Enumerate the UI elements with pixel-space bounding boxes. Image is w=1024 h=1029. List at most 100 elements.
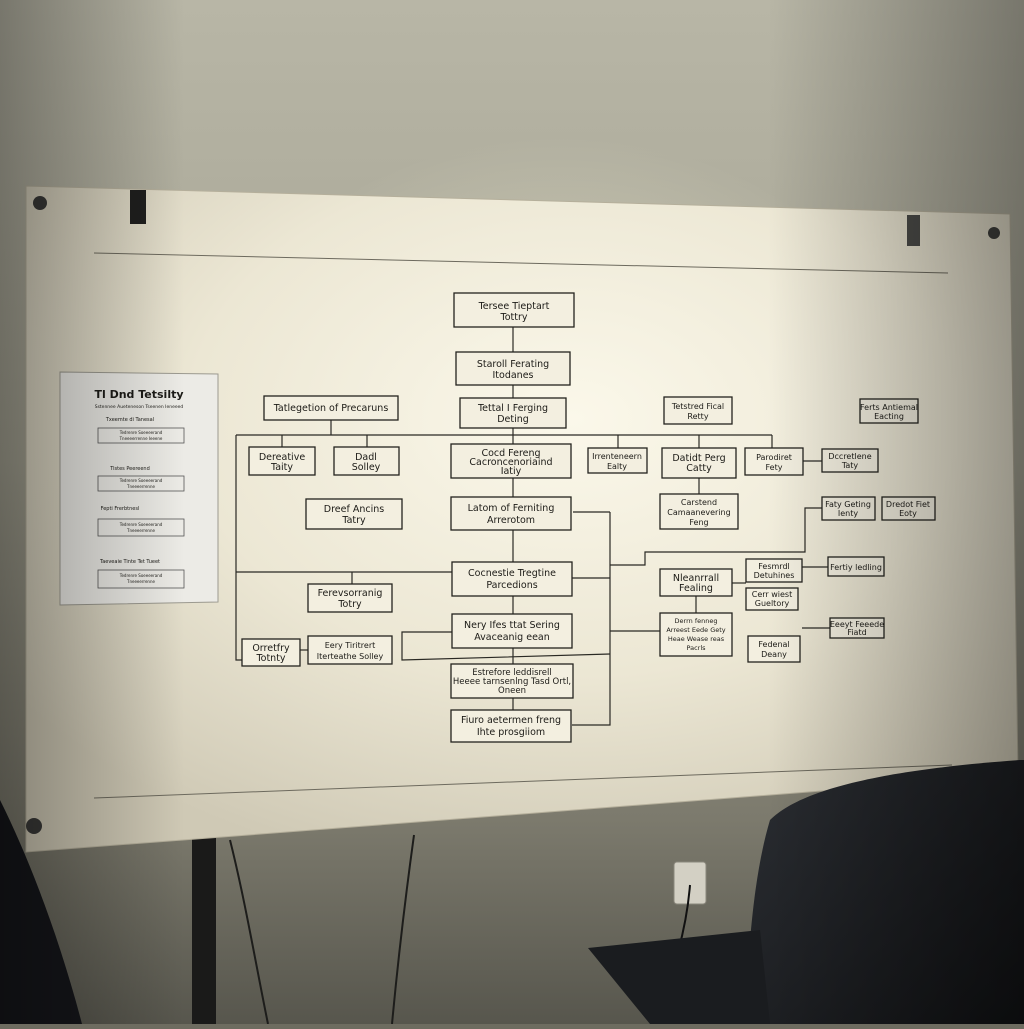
flow-node-label: Fiuro aetermen freng xyxy=(461,715,561,726)
flow-node-label: Staroll Ferating xyxy=(477,359,549,370)
flow-node-label: Retty xyxy=(687,412,708,421)
flow-node-label: Eeeyt Feeede xyxy=(830,620,884,629)
banner-rule-top xyxy=(93,252,949,274)
side-sheet-line: Tneeeerrenne xyxy=(126,528,155,533)
flow-node-label: Derrn fenneg xyxy=(675,617,718,625)
flow-node-label: Tatry xyxy=(341,515,366,526)
flow-node-label: Dadl xyxy=(355,452,377,463)
side-sheet-box xyxy=(97,475,185,492)
side-sheet-subtitle: Sstennee Aueteneson Tseenen Ieneeed xyxy=(95,404,184,410)
clip-icon xyxy=(33,196,47,210)
flow-node-label: Fertiy ledling xyxy=(830,563,882,572)
flow-node-label: Pacrls xyxy=(686,644,706,652)
stand-leg xyxy=(192,835,216,1024)
flow-node: Nleanrrall Fealing xyxy=(659,568,733,597)
flow-node-label: Ferts Antiemal xyxy=(860,403,918,412)
banner-rule-bottom xyxy=(93,764,953,799)
flow-node: Ferevsorranig Totry xyxy=(307,583,393,613)
side-sheet-line: Tneeeerrenne xyxy=(126,484,155,489)
side-sheet-box xyxy=(97,518,185,537)
flow-node-label: Fesmrdl xyxy=(758,562,790,571)
flow-node-label: Parcedions xyxy=(486,580,537,591)
flow-node-label: Nery Ifes ttat Sering xyxy=(464,620,560,631)
flow-node: Cerr wiest Gueltory xyxy=(745,587,799,611)
flow-node: Fertiy ledling xyxy=(827,556,885,577)
flow-node: Tetstred Fical Retty xyxy=(663,396,733,425)
flow-node-label: Oneen xyxy=(498,686,526,696)
flow-node-label: Cerr wiest xyxy=(752,590,792,599)
flow-node: Estrefore leddisrell Heeee tarnsenlng Ta… xyxy=(450,663,574,699)
flow-node-label: Tetstred Fical xyxy=(671,402,724,411)
flow-node-label: Parodiret xyxy=(756,453,792,462)
flow-node: Latom of Ferniting Arrerotom xyxy=(450,496,572,531)
flow-node-label: Tersee Tieptart xyxy=(478,301,550,312)
flow-node: Fedenal Deany xyxy=(747,635,801,663)
flow-node-label: Gueltory xyxy=(755,599,790,608)
side-sheet-heading: Taeveaie Tinte Tet Tueet xyxy=(99,559,160,565)
side-sheet-heading: Txeemte di Tanesal xyxy=(105,417,154,423)
flow-node-label: Taty xyxy=(841,461,859,470)
flow-node-label: Totry xyxy=(337,599,362,610)
flow-node: Dccretlene Taty xyxy=(821,448,879,473)
flow-node-label: Carstend xyxy=(681,498,717,507)
side-sheet-heading: Fepti Frerbtnesl xyxy=(101,506,140,512)
flow-node: Derrn fenneg Arreest Eede Gety Heae Weas… xyxy=(659,612,733,657)
flow-node-label: Estrefore leddisrell xyxy=(472,668,552,678)
flow-node-label: Latom of Ferniting xyxy=(468,503,555,514)
flow-node: Tettal I Ferging Deting xyxy=(459,397,567,429)
flow-node: Carstend Camaanevering Feng xyxy=(659,493,739,530)
side-sheet-line: Tneeeerrenne Ieeene xyxy=(119,436,163,441)
flow-node-label: Ealty xyxy=(607,462,627,471)
flow-node-label: Deting xyxy=(497,414,529,425)
flowchart-nodes: Tersee Tieptart Tottry Staroll Ferating … xyxy=(241,292,936,743)
wall-outlet xyxy=(673,861,707,905)
flow-node: Nery Ifes ttat Sering Avaceanig eean xyxy=(451,613,573,649)
flow-node-label: Arreest Eede Gety xyxy=(666,626,725,634)
flow-node-label: Catty xyxy=(686,463,712,474)
flow-node: Irrenteneern Ealty xyxy=(587,447,648,474)
flow-node-label: Deany xyxy=(761,650,787,659)
flow-node-label: Fety xyxy=(766,463,783,472)
flow-node-label: Eery Tiritrert xyxy=(325,641,376,650)
flow-node: Tatlegetion of Precaruns xyxy=(263,395,399,421)
flow-node-label: Iterteathe Solley xyxy=(317,652,384,661)
flow-node: Dadl Solley xyxy=(333,446,400,476)
flow-node: Dredot Fiet Eoty xyxy=(881,496,936,521)
flow-node: Datidt Perg Catty xyxy=(661,447,737,479)
flow-node-label: Fiatd xyxy=(847,628,866,637)
side-sheet-box xyxy=(97,569,185,589)
side-sheet: Tl Dnd Tetsilty Sstennee Aueteneson Tsee… xyxy=(59,371,219,606)
flow-node-label: Heae Wease reas xyxy=(668,635,725,643)
flow-node-label: Eoty xyxy=(899,509,917,518)
flow-node: Fesmrdl Detuhines xyxy=(745,558,803,583)
flow-node-label: Irrenteneern xyxy=(592,452,642,461)
flow-node-label: Dccretlene xyxy=(828,452,871,461)
flow-node: Parodiret Fety xyxy=(744,447,804,476)
flow-node: Dereative Taity xyxy=(248,446,316,476)
side-sheet-heading: Tistes Peereend xyxy=(109,466,150,472)
flow-node: Staroll Ferating Itodanes xyxy=(455,351,571,386)
flow-node: Cocd Fereng Cacroncenoriaind Iatiy xyxy=(450,443,572,479)
flow-node-label: Datidt Perg xyxy=(672,453,725,464)
flow-node-label: Dredot Fiet xyxy=(886,500,930,509)
flow-node: Eeeyt Feeede Fiatd xyxy=(829,617,885,639)
side-sheet-line: Tedrenre Soeeeerand xyxy=(119,522,163,527)
cable xyxy=(229,839,269,1025)
side-sheet-line: Tedrenre Soeeeerand xyxy=(119,573,163,578)
side-sheet-title: Tl Dnd Tetsilty xyxy=(94,388,183,401)
flow-node-label: Fealing xyxy=(679,583,713,594)
flow-node: Cocnestie Tregtine Parcedions xyxy=(451,561,573,597)
flow-node: Ferts Antiemal Eacting xyxy=(859,398,919,424)
side-sheet-line: Tedrenre Soeeeerand xyxy=(119,430,163,435)
side-sheet-line: Tneeeerrenne xyxy=(126,579,155,584)
flow-node: Dreef Ancins Tatry xyxy=(305,498,403,530)
flow-node-label: Tottry xyxy=(500,312,528,323)
flow-node-label: Taity xyxy=(270,462,293,473)
flow-node-label: Camaanevering xyxy=(667,508,730,517)
flow-node-label: Iatiy xyxy=(501,466,522,477)
flow-node-label: Ferevsorranig xyxy=(318,588,383,599)
flow-node-label: Solley xyxy=(352,462,381,473)
flow-node-label: Ienty xyxy=(838,509,858,518)
left-chair xyxy=(0,800,82,1024)
clip-icon xyxy=(130,190,146,224)
